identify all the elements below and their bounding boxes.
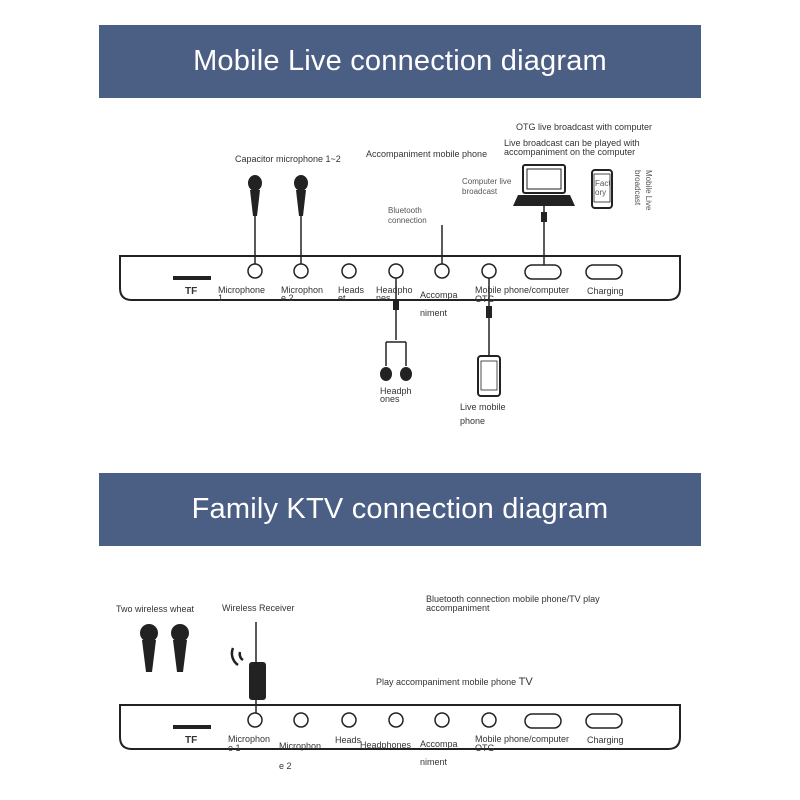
capacitor-mic-label: Capacitor microphone 1~2 — [235, 154, 341, 164]
charging-port-label-1: Charging — [587, 286, 624, 296]
charging-port-label-2: Charging — [587, 735, 624, 745]
two-wireless-label: Two wireless wheat — [116, 604, 195, 614]
mic1-jack-1 — [247, 263, 263, 279]
factory-label: Fact ory — [595, 179, 611, 197]
computer-live-label: Computer live broadcast — [462, 177, 512, 196]
charging-port-2 — [585, 713, 623, 729]
otg-jack-2 — [481, 712, 497, 728]
family-ktv-title-banner: Family KTV connection diagram — [99, 473, 701, 546]
wireless-receiver-icon — [249, 622, 266, 713]
bluetooth-connection-label: Bluetooth connection — [388, 206, 427, 225]
accompaniment-jack-1 — [434, 263, 450, 279]
wireless-mic-1-icon — [140, 624, 158, 672]
bluetooth-tv-label: Bluetooth connection mobile phone/TV pla… — [426, 594, 600, 613]
mic2-port-label-2: Microphon e 2 — [279, 741, 322, 771]
mic1-port-label-2: Microphon e 1 — [228, 734, 271, 753]
headset-jack-1 — [341, 263, 357, 279]
tf-slot-2 — [173, 725, 211, 729]
headphones-port-label-2: Headphones — [360, 740, 412, 750]
mic2-port-label-1: Microphon e 2 — [281, 285, 324, 303]
accompaniment-port-label-2: Accompa niment — [420, 739, 458, 767]
otg-computer-label: OTG live broadcast with computer — [516, 122, 653, 132]
headset-port-label-1: Heads et — [338, 285, 365, 303]
mic2-jack-2 — [293, 712, 309, 728]
usb-port-2 — [524, 713, 562, 729]
headset-jack-2 — [341, 712, 357, 728]
factory-phone-icon — [591, 169, 613, 209]
accompaniment-phone-label: Accompaniment mobile phone — [366, 149, 488, 159]
accompaniment-jack-2 — [434, 712, 450, 728]
headphones-port-label-1: Headpho nes — [376, 285, 413, 303]
earphones-icon — [380, 278, 412, 381]
mic1-jack-2 — [247, 712, 263, 728]
headphones-device-label: Headph ones — [380, 386, 412, 404]
tf-label-2: TF — [185, 735, 198, 746]
mobile-live-title: Mobile Live connection diagram — [193, 45, 607, 77]
headset-port-label-2: Heads — [335, 735, 362, 745]
mic1-port-label-1: Microphone 1 — [218, 285, 266, 303]
live-mobile-phone-label: Live mobile phone — [460, 402, 506, 426]
live-played-label: Live broadcast can be played with accomp… — [504, 138, 640, 157]
otg-port-label-2: Mobile phone/computer OTG — [475, 734, 570, 753]
mobile-live-broadcast-label: Mobile Live broadcast — [633, 170, 653, 211]
capacitor-mic-1-icon — [248, 175, 262, 264]
family-ktv-title: Family KTV connection diagram — [191, 493, 609, 525]
wireless-receiver-label: Wireless Receiver — [222, 603, 295, 613]
charging-port-1 — [585, 264, 623, 280]
play-accompaniment-label: Play accompaniment mobile phone TV — [376, 676, 533, 688]
otg-jack-1 — [481, 263, 497, 279]
wifi-signal-icon — [230, 647, 244, 667]
tv-text: TV — [518, 676, 533, 688]
capacitor-mic-2-icon — [294, 175, 308, 264]
accompaniment-port-label-1: Accompa niment — [420, 290, 458, 318]
headphones-jack-2 — [388, 712, 404, 728]
mobile-live-title-banner: Mobile Live connection diagram — [99, 25, 701, 98]
live-mobile-phone-icon — [477, 278, 501, 397]
mic2-jack-1 — [293, 263, 309, 279]
laptop-icon — [513, 164, 575, 265]
tf-label-1: TF — [185, 286, 198, 297]
play-accompaniment-text: Play accompaniment mobile phone — [376, 677, 517, 687]
tf-slot-1 — [173, 276, 211, 280]
usb-port-1 — [524, 264, 562, 280]
wireless-mic-2-icon — [171, 624, 189, 672]
headphones-jack-1 — [388, 263, 404, 279]
otg-port-label-1: Mobile phone/computer OTG — [475, 285, 570, 304]
